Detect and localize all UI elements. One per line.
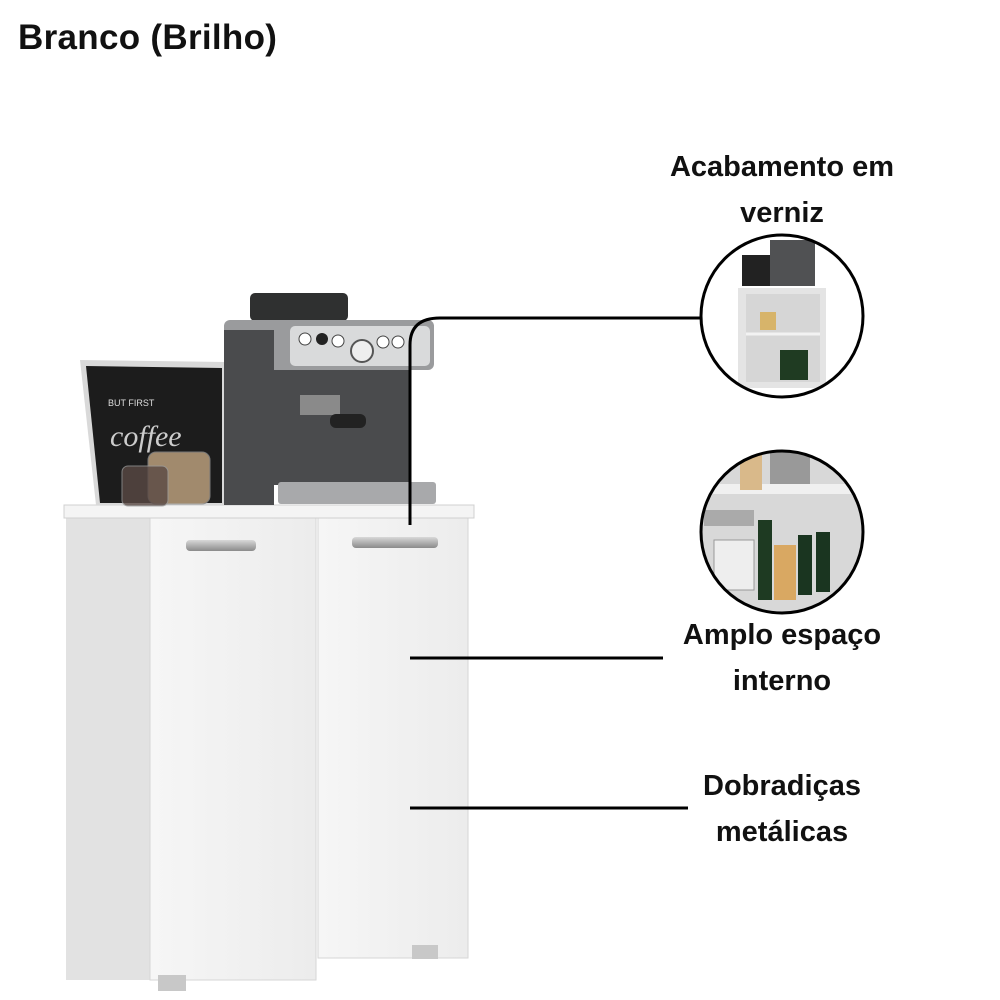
callout-text: Amplo espaço (682, 619, 882, 651)
product-color-title: Branco (Brilho) (18, 18, 278, 57)
callout-label-hinges: Dobradiças metálicas (622, 763, 942, 855)
jars (121, 451, 211, 507)
callout-label-finish: Acabamento em verniz (622, 144, 942, 236)
cabinet-right-door (317, 517, 469, 959)
callout-text: metálicas (715, 816, 849, 848)
callout-line-finish (408, 316, 700, 525)
sign-large-text: coffee (110, 420, 182, 453)
interior-detail-image (699, 449, 865, 615)
cabinet (63, 504, 475, 991)
callout-label-interior: Amplo espaço interno (622, 612, 942, 704)
cabinet-left-door (149, 517, 317, 981)
callout-text: Dobradiças (703, 770, 861, 802)
cabinet-foot (158, 975, 186, 991)
callout-text: interno (732, 665, 832, 697)
espresso-machine (224, 293, 436, 505)
right-door-handle (352, 537, 438, 548)
cabinet-foot (412, 945, 438, 959)
sign-small-text: BUT FIRST (108, 398, 155, 408)
callout-text: verniz (740, 197, 824, 229)
callout-text: Acabamento em (669, 151, 894, 183)
cabinet-side-panel (66, 516, 152, 980)
left-door-handle (186, 540, 256, 551)
finish-detail-image (699, 233, 865, 399)
cabinet-top (63, 504, 475, 519)
